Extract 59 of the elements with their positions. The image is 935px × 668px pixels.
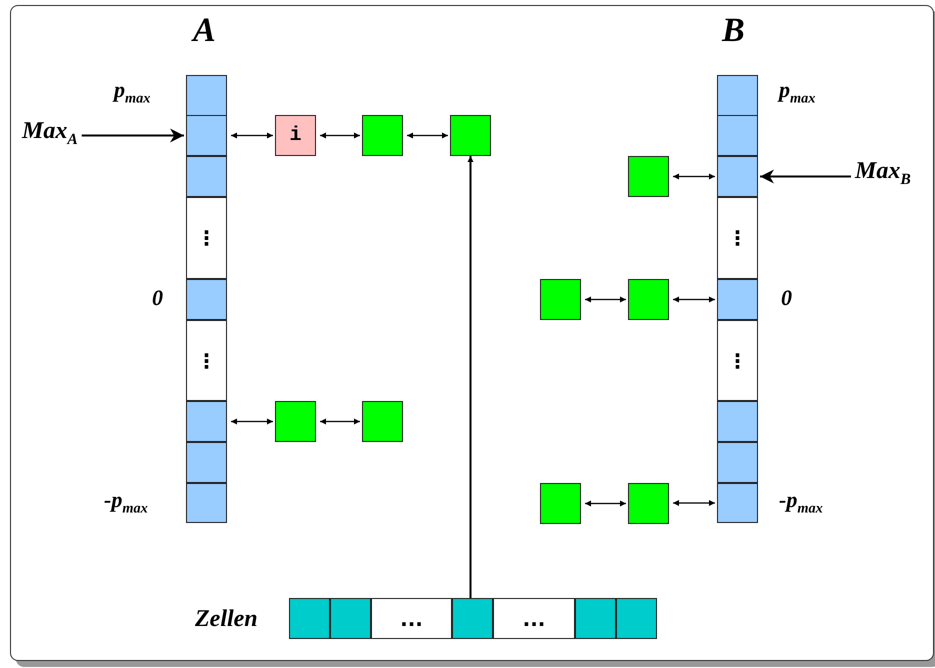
arrow: [320, 132, 360, 138]
arrow: [673, 296, 715, 302]
array-cell: [186, 483, 227, 523]
list-element: [628, 156, 669, 197]
array-cell: [186, 75, 227, 116]
array-cell: [717, 156, 758, 197]
list-element: [275, 401, 316, 442]
pointer-label: Max$_{A}$: [22, 118, 78, 149]
arrow: [673, 500, 715, 506]
list-element: i: [275, 115, 316, 156]
index-label: 0: [152, 285, 163, 311]
list-element: [362, 401, 403, 442]
array-title: A: [193, 12, 216, 50]
array-cell: [186, 442, 227, 483]
array-cell: [717, 75, 758, 116]
arrow: [231, 132, 273, 138]
array-cell: [717, 279, 758, 320]
array-cell: [717, 401, 758, 442]
arrow: [468, 156, 474, 598]
index-label: p$_{max}$: [779, 77, 816, 108]
list-element: [540, 483, 581, 524]
ellipsis-cell: ...: [493, 598, 575, 639]
arrow: [231, 418, 273, 424]
row-label: Zellen: [195, 606, 258, 633]
list-element: [362, 115, 403, 156]
ellipsis-cell: ...: [371, 598, 452, 639]
pointer-label: Max$_{B}$: [855, 158, 911, 189]
index-label: p$_{max}$: [114, 77, 150, 108]
array-cell: [186, 279, 227, 320]
index-label: -p$_{max}$: [104, 487, 148, 518]
arrow: [585, 500, 626, 506]
cell-slot: [575, 598, 616, 639]
arrow: [82, 128, 184, 142]
ellipsis-cell: ⋮: [717, 197, 758, 279]
array-cell: [717, 483, 758, 523]
array-cell: [186, 115, 227, 156]
array-title: B: [722, 12, 745, 50]
array-cell: [717, 115, 758, 156]
ellipsis-cell: ⋮: [186, 197, 227, 279]
list-element: [628, 483, 669, 524]
array-cell: [186, 156, 227, 197]
array-cell: [186, 401, 227, 442]
array-cell: [717, 442, 758, 483]
list-element: [628, 279, 669, 320]
ellipsis-cell: ⋮: [717, 320, 758, 401]
list-element: [450, 115, 491, 156]
arrow: [585, 296, 626, 302]
cell-slot: [616, 598, 657, 639]
arrow: [407, 132, 448, 138]
arrow: [320, 418, 360, 424]
arrow: [760, 170, 851, 184]
list-element: [540, 279, 581, 320]
index-label: 0: [781, 285, 792, 311]
cell-slot: [330, 598, 371, 639]
cell-slot: [289, 598, 330, 639]
arrow: [673, 174, 715, 180]
index-label: -p$_{max}$: [779, 487, 823, 518]
ellipsis-cell: ⋮: [186, 320, 227, 401]
cell-slot: [452, 598, 493, 639]
